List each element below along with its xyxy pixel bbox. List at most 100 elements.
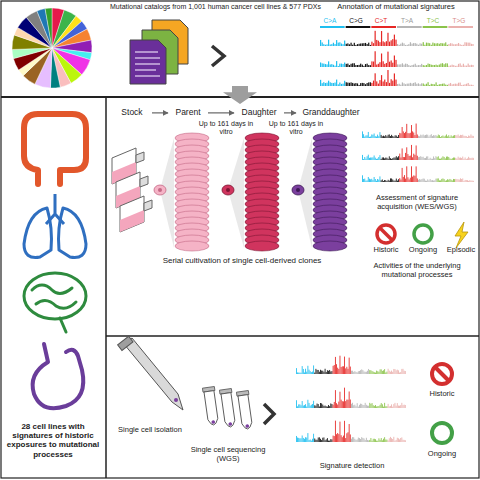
spectrum-bar (441, 136, 443, 138)
spectrum-bar (453, 84, 454, 86)
spectrum-bar (411, 125, 413, 138)
spectrum-bar (442, 84, 443, 86)
spectrum-bar (435, 135, 437, 138)
spectrum-bar (416, 44, 417, 46)
spectrum-bar (427, 43, 428, 46)
spectrum-bar (384, 403, 386, 408)
spectrum-bar (363, 134, 365, 138)
spectrum-bar (362, 131, 364, 138)
spectrum-bar (469, 180, 471, 182)
spectrum-bar (430, 180, 432, 182)
spectrum-bar (413, 43, 414, 46)
spectrum-bar (399, 406, 401, 408)
spectrum-bar (469, 85, 470, 86)
spectrum-bar (424, 65, 425, 67)
spectrum-bar (456, 159, 458, 160)
spectrum-bar (397, 137, 399, 138)
spectrum-bar (408, 133, 410, 138)
spectrum-bar (300, 438, 302, 442)
spectrum-bar (384, 180, 386, 182)
spectrum-bar (320, 62, 321, 67)
spectrum-bar (383, 407, 385, 408)
spectrum-bar (334, 83, 335, 86)
spectrum-bar (373, 81, 374, 86)
spectrum-bar (312, 439, 314, 442)
spectrum-bar (393, 137, 395, 138)
spectrum-bar (347, 432, 349, 442)
spectrum-bar (378, 406, 380, 408)
spectrum-bar (394, 181, 396, 182)
spectrum-bar (392, 158, 394, 160)
spectrum-bar (367, 177, 369, 182)
spectrum-bar (400, 438, 402, 442)
spectrum-bar (431, 45, 432, 46)
spectrum-bar (324, 369, 326, 374)
spectrum-bar (299, 404, 301, 408)
spectrum-bar (466, 84, 467, 86)
spectrum-bar (452, 43, 453, 46)
brain-outline (24, 273, 86, 319)
spectrum-bar (387, 33, 388, 46)
spectrum-bar (344, 81, 345, 86)
spectrum-bar (331, 439, 333, 442)
spectrum-bar (346, 82, 347, 86)
single-cell (292, 185, 304, 195)
spectrum-bar (424, 45, 425, 46)
spectrum-bar (379, 176, 381, 182)
spectrum-bar (341, 84, 342, 86)
spectrum-bar (372, 405, 374, 408)
annotation-text: Single cell sequencing (WGS) (188, 446, 268, 463)
spectrum-bar (348, 391, 350, 408)
spectrum-bar (400, 64, 401, 67)
spectrum-bar (342, 84, 343, 86)
spectrum-bar (385, 135, 387, 138)
spectrum-bar (472, 65, 473, 67)
spectrum-bar (455, 84, 456, 86)
spectrum-bar (421, 135, 423, 138)
spectrum-bar (328, 405, 330, 408)
spectrum-bar (471, 136, 473, 138)
spectrum-bar (395, 440, 397, 442)
spectrum-bar (386, 440, 388, 442)
spectrum-bar (354, 84, 355, 86)
spectrum-bar (421, 157, 423, 160)
spectrum-bar (321, 371, 323, 374)
spectrum-bar (466, 66, 467, 67)
lung-lobe (59, 208, 87, 257)
stage-arrow (152, 112, 168, 113)
spectrum-bar (387, 70, 388, 86)
spectrum-bar (368, 43, 369, 46)
spectrum-bar (464, 66, 465, 67)
spectrum-bar (362, 65, 363, 67)
spectrum-bar (399, 439, 401, 442)
spectrum-bar (328, 40, 329, 46)
spectrum-bar (451, 180, 453, 182)
context-strip (320, 26, 345, 28)
spectrum-bar (395, 179, 397, 182)
spectrum-bar (367, 64, 368, 67)
spectrum-bar (354, 63, 355, 67)
spectrum-bar (366, 135, 368, 138)
stomach-icon (33, 344, 84, 408)
spectrum-bar (357, 83, 358, 86)
spectrum-bar (423, 83, 424, 86)
spectrum-bar (364, 137, 366, 138)
spectrum-bar (320, 370, 322, 374)
spectrum-bar (450, 135, 452, 138)
spectrum-bar (345, 368, 347, 374)
spectrum-bar (399, 84, 400, 86)
pipette-bulb (118, 336, 133, 350)
spectrum-bar (346, 64, 347, 67)
spectrum-bar (437, 43, 438, 46)
spectrum-bar (434, 158, 436, 160)
spectrum-bar (407, 84, 408, 86)
spectrum-bar (423, 135, 425, 138)
spectrum-bar (414, 155, 416, 160)
spectrum-bar (349, 83, 350, 86)
flask-neck (140, 176, 148, 187)
spectrum-bar (399, 133, 401, 138)
spectrum-bar (334, 357, 336, 374)
spectrum-bar (471, 158, 473, 160)
spectrum-bar (465, 159, 467, 160)
spectrum-bar (378, 372, 380, 374)
